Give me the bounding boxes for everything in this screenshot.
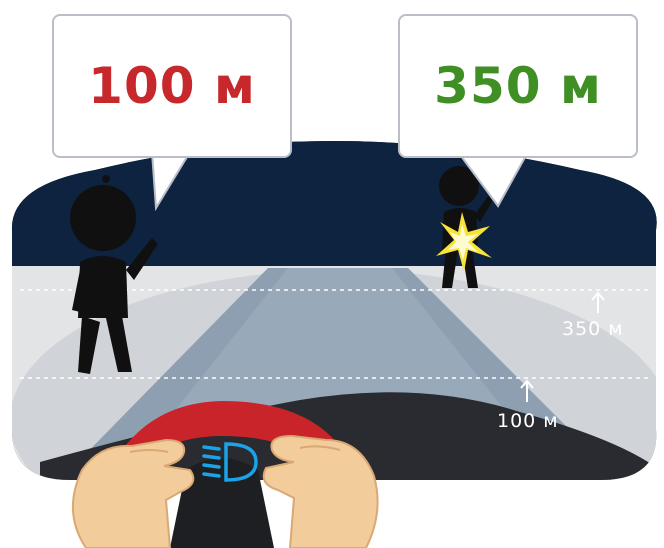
distance-callout-far: 350 м xyxy=(398,14,638,158)
distance-callout-near: 100 м xyxy=(52,14,292,158)
road-mark-near: 100 м xyxy=(497,410,559,432)
distance-label-far: 350 м xyxy=(434,57,602,115)
right-hand xyxy=(264,436,378,548)
road-mark-far: 350 м xyxy=(562,318,624,340)
distance-label-near: 100 м xyxy=(88,57,256,115)
